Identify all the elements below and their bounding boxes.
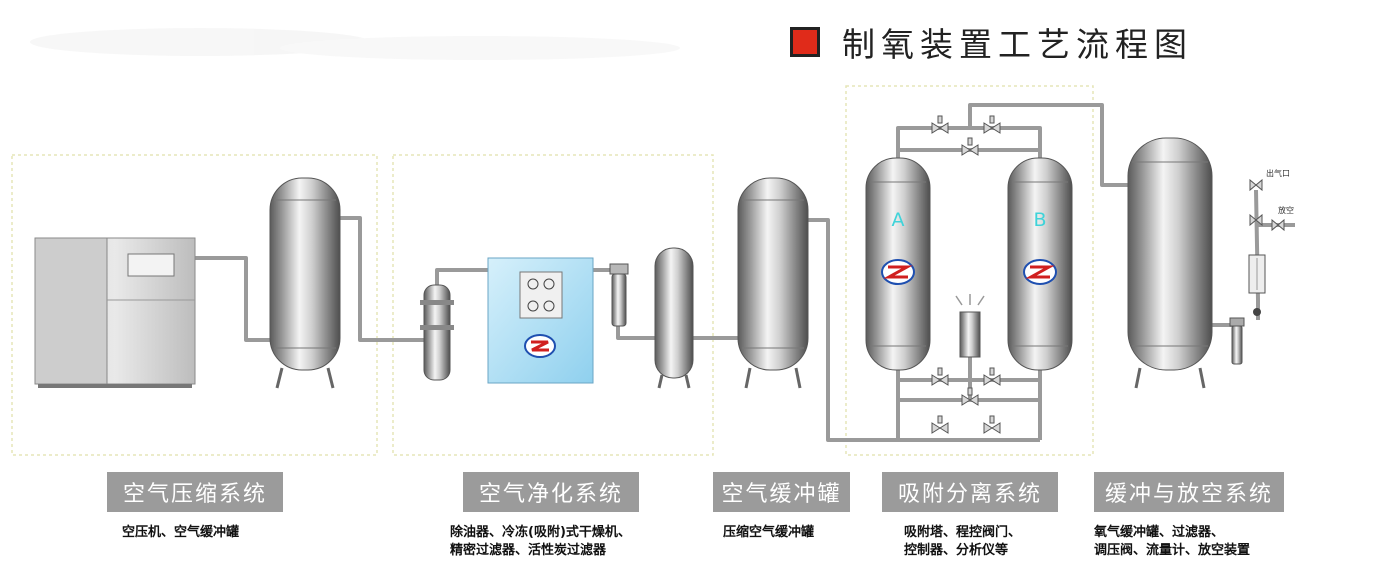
system-label-vent: 缓冲与放空系统 [1094, 472, 1284, 512]
adsorption-tower-a [865, 157, 931, 371]
logo-icon [1023, 259, 1057, 285]
valve [931, 115, 949, 134]
system-label-compression: 空气压缩系统 [107, 472, 283, 512]
carbon-filter-tank [654, 247, 694, 389]
background-smudge [30, 28, 680, 60]
logo-icon [524, 334, 556, 358]
section-frame-purification [392, 154, 714, 456]
valve-group [931, 115, 1001, 434]
desc-line: 压缩空气缓冲罐 [723, 525, 815, 540]
system-label-buffer-tank: 空气缓冲罐 [713, 472, 850, 512]
system-desc-adsorption: 吸附塔、程控阀门、 控制器、分析仪等 [904, 524, 1021, 560]
section-frame-adsorption [845, 85, 1094, 456]
valve [983, 367, 1001, 386]
adsorption-tower-b [1007, 157, 1073, 371]
outlet-label: 出气口 [1266, 168, 1290, 178]
valve [983, 415, 1001, 434]
oil-separator [420, 284, 454, 381]
desc-line: 空压机、空气缓冲罐 [122, 525, 240, 540]
pressure-regulator [1253, 308, 1261, 316]
refrigerated-dryer [487, 257, 594, 384]
outlet-valve [1249, 178, 1285, 232]
exhaust-muffler [955, 294, 985, 358]
air-compressor [34, 237, 196, 388]
system-label-purification: 空气净化系统 [463, 472, 639, 512]
desc-line: 吸附塔、程控阀门、 [904, 525, 1022, 540]
air-receiver-tank [269, 177, 341, 389]
section-frame-compression [11, 154, 378, 456]
valve [931, 367, 949, 386]
flowmeter [1248, 254, 1266, 294]
system-label-adsorption: 吸附分离系统 [882, 472, 1058, 512]
outlet-filter [1229, 317, 1245, 365]
desc-line: 精密过滤器、活性炭过滤器 [450, 543, 607, 558]
logo-icon [881, 259, 915, 285]
valve [961, 137, 979, 156]
title-text: 制氧装置工艺流程图 [842, 25, 1193, 64]
precision-filter [609, 263, 629, 327]
tower-a-label: A [892, 209, 905, 231]
system-desc-compression: 空压机、空气缓冲罐 [122, 524, 239, 542]
system-desc-vent: 氧气缓冲罐、过滤器、 调压阀、流量计、放空装置 [1094, 524, 1250, 560]
system-desc-purification: 除油器、冷冻(吸附)式干燥机、 精密过滤器、活性炭过滤器 [450, 524, 631, 560]
valve [961, 387, 979, 406]
valve [931, 415, 949, 434]
tower-b-label: B [1033, 209, 1046, 231]
desc-line: 氧气缓冲罐、过滤器、 [1094, 525, 1225, 540]
valve [983, 115, 1001, 134]
diagram-title: 制氧装置工艺流程图 [790, 20, 1193, 64]
compressed-air-buffer-tank [737, 177, 809, 389]
desc-line: 调压阀、流量计、放空装置 [1094, 543, 1251, 558]
vent-label: 放空 [1278, 205, 1294, 215]
system-desc-buffer-tank: 压缩空气缓冲罐 [723, 524, 814, 542]
title-square-icon [790, 27, 820, 57]
desc-line: 除油器、冷冻(吸附)式干燥机、 [450, 525, 631, 540]
desc-line: 控制器、分析仪等 [904, 543, 1009, 558]
oxygen-buffer-tank [1127, 137, 1213, 389]
